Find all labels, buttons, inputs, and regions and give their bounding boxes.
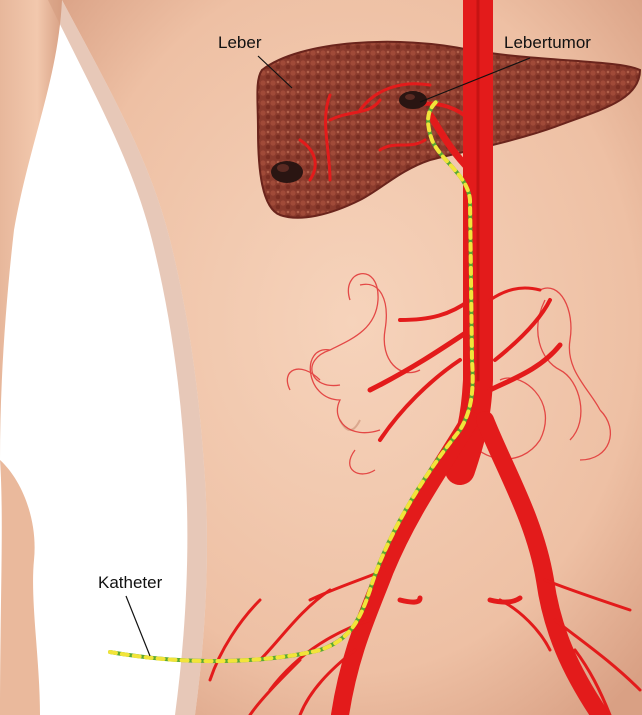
catheter-label: Katheter (98, 573, 162, 593)
tumor-mass-1 (271, 161, 303, 183)
tumor-mass-2 (399, 91, 427, 109)
liver-label: Leber (218, 33, 261, 53)
liver-tumor-label: Lebertumor (504, 33, 591, 53)
